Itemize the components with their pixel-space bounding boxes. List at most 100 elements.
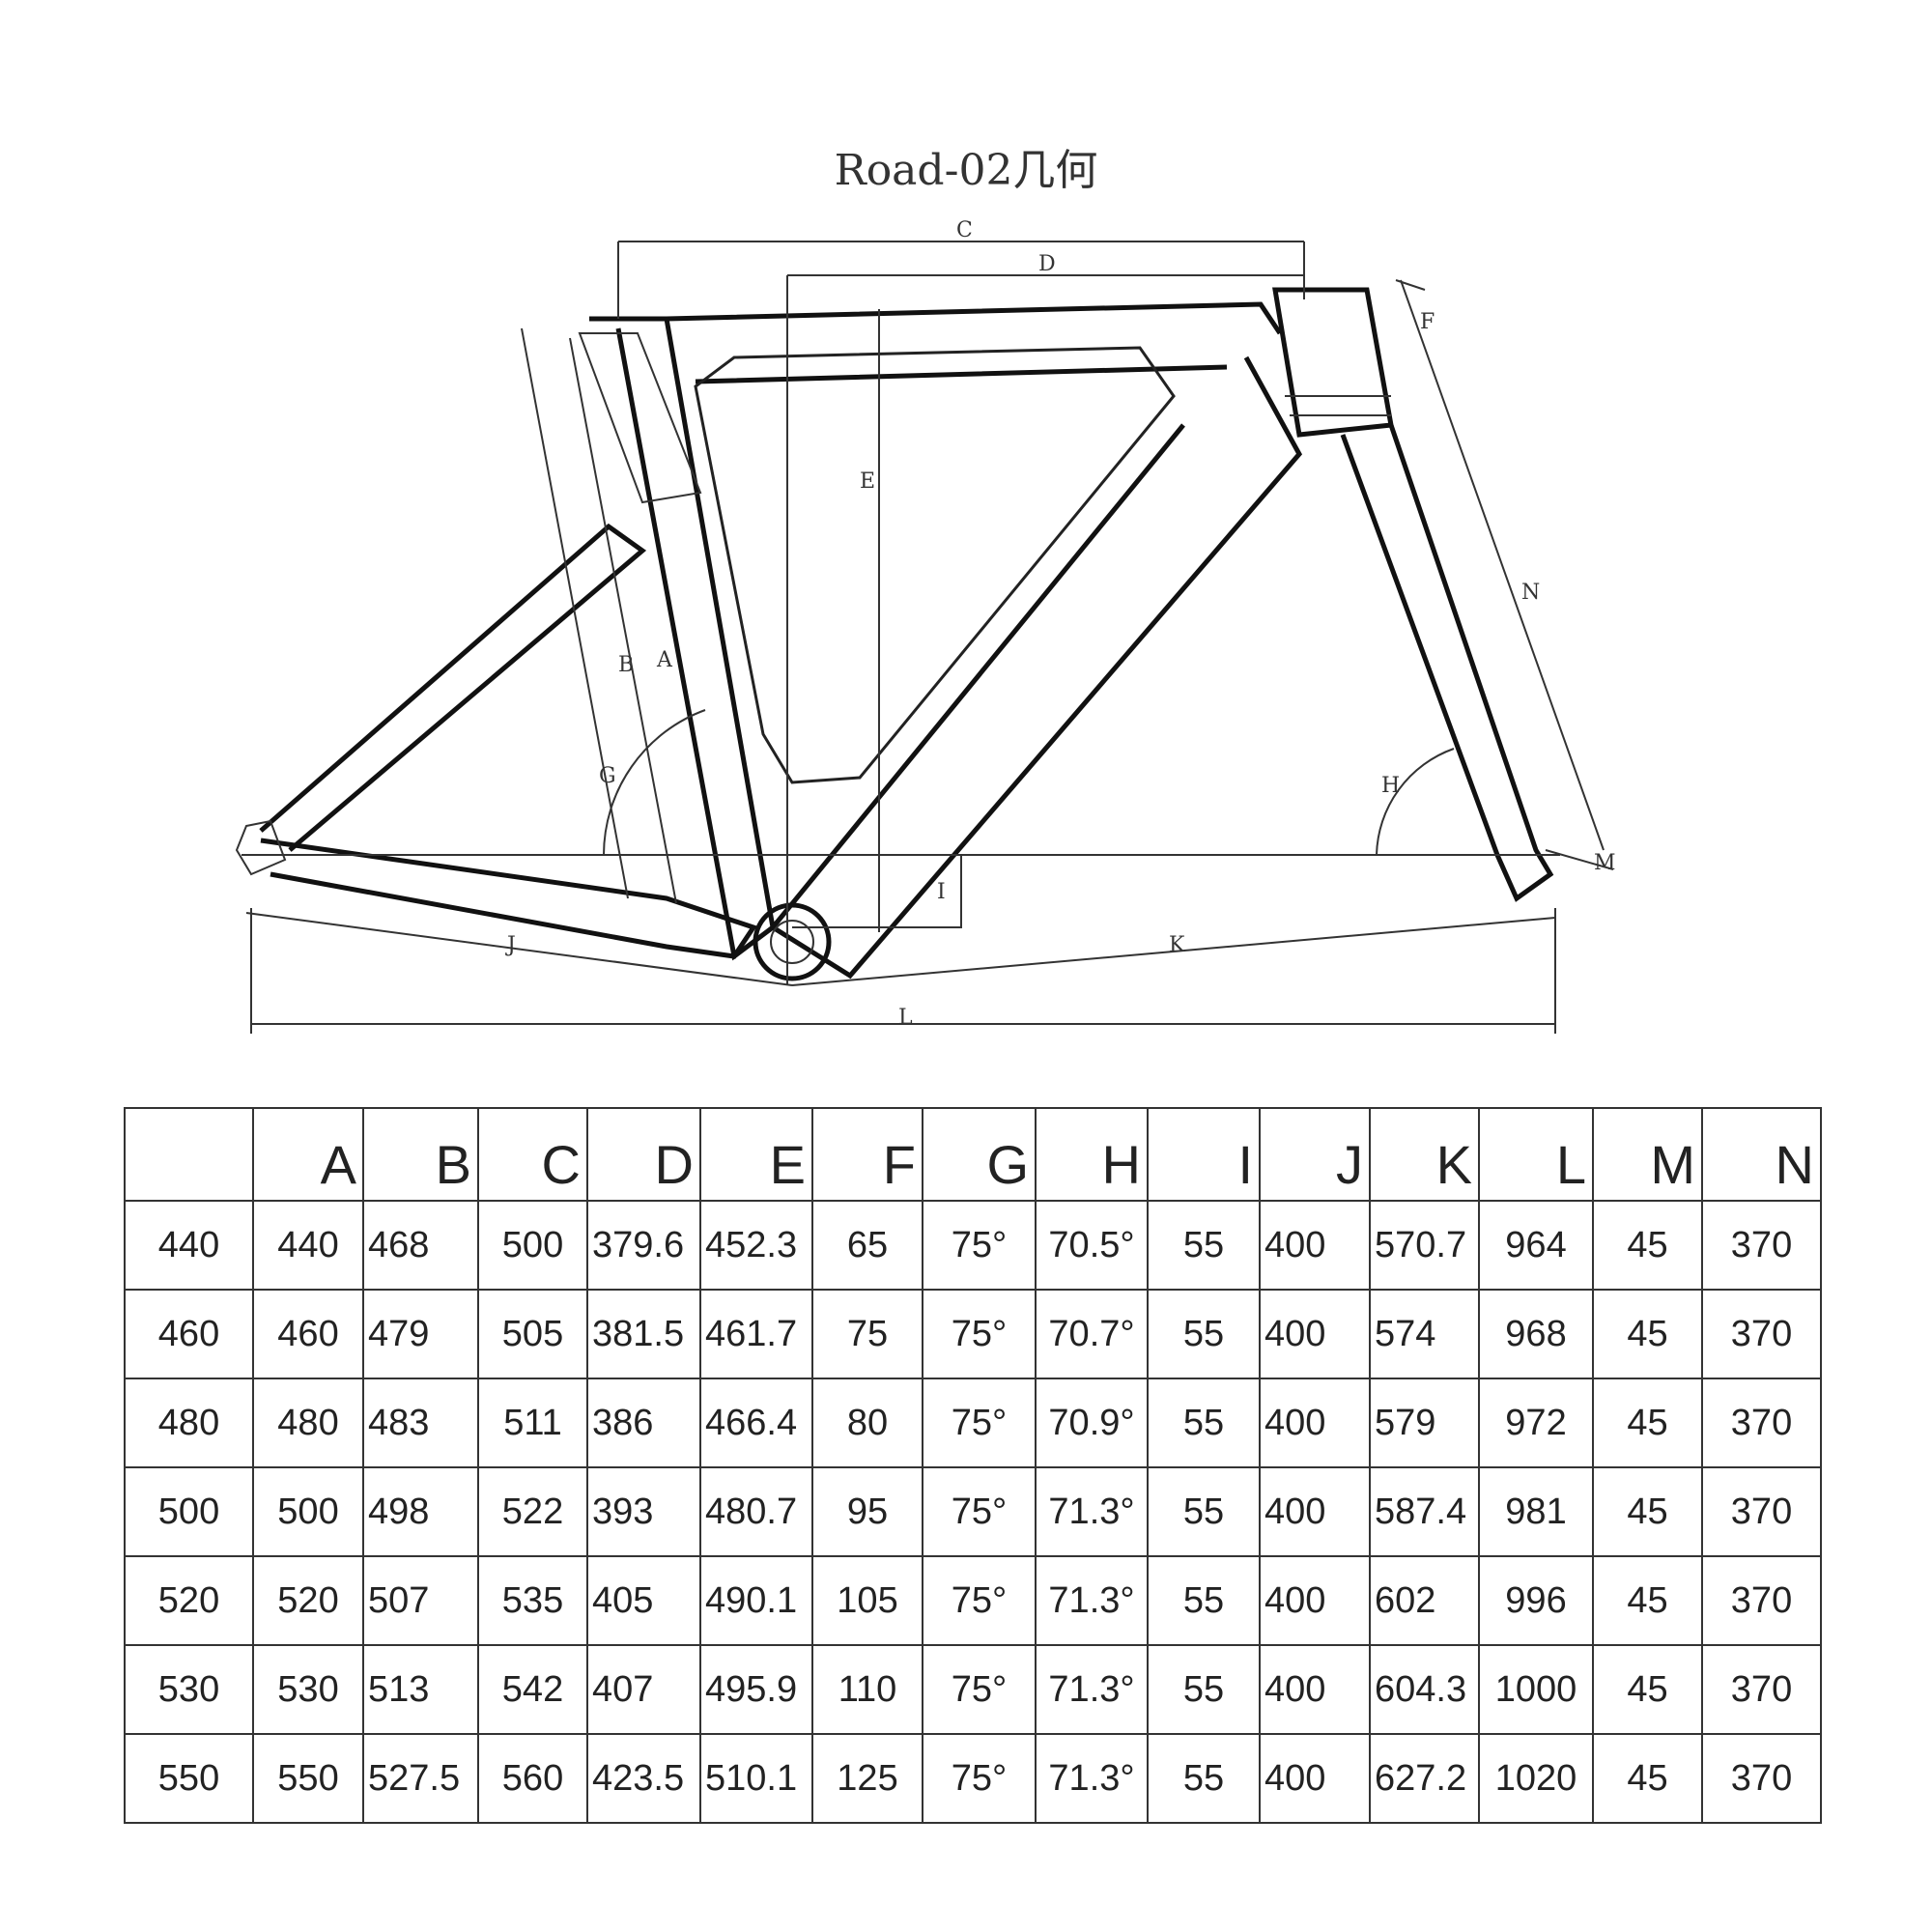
table-cell: 400 [1259, 1200, 1371, 1291]
dim-line-l [250, 908, 1556, 1034]
table-cell: 483 [362, 1378, 479, 1468]
dim-line-f [1395, 279, 1426, 291]
page-title: Road-02几何 [834, 146, 1098, 195]
table-cell: 480 [252, 1378, 364, 1468]
table-cell: 423.5 [586, 1733, 701, 1824]
table-cell: 110 [811, 1644, 923, 1735]
table-cell: 70.7° [1035, 1289, 1149, 1379]
table-cell: 370 [1701, 1200, 1822, 1291]
table-cell: 70.5° [1035, 1200, 1149, 1291]
table-cell: 45 [1592, 1200, 1703, 1291]
table-cell: 370 [1701, 1733, 1822, 1824]
table-cell: 461.7 [699, 1289, 813, 1379]
dim-line-c [617, 241, 1305, 319]
table-cell: 55 [1147, 1644, 1261, 1735]
table-cell: 105 [811, 1555, 923, 1646]
size-cell: 460 [124, 1289, 254, 1379]
table-cell: 1020 [1478, 1733, 1594, 1824]
top-tube [666, 301, 1283, 384]
table-cell: 71.3° [1035, 1733, 1149, 1824]
size-cell: 480 [124, 1378, 254, 1468]
table-cell: 513 [362, 1644, 479, 1735]
table-cell: 407 [586, 1644, 701, 1735]
table-cell: 75° [922, 1378, 1037, 1468]
table-cell: 75° [922, 1733, 1037, 1824]
col-header: J [1259, 1107, 1371, 1202]
table-cell: 981 [1478, 1466, 1594, 1557]
table-cell: 370 [1701, 1644, 1822, 1735]
table-cell: 71.3° [1035, 1644, 1149, 1735]
table-cell: 80 [811, 1378, 923, 1468]
dim-line-d [786, 274, 1304, 985]
col-header: A [252, 1107, 364, 1202]
table-cell: 480.7 [699, 1466, 813, 1557]
dim-label-l: L [898, 1006, 913, 1030]
table-cell: 627.2 [1369, 1733, 1480, 1824]
head-tube [1272, 287, 1394, 438]
table-cell: 65 [811, 1200, 923, 1291]
table-cell: 75° [922, 1466, 1037, 1557]
table-cell: 71.3° [1035, 1466, 1149, 1557]
table-cell: 570.7 [1369, 1200, 1480, 1291]
dim-label-h: H [1381, 774, 1400, 798]
col-header: G [922, 1107, 1037, 1202]
seat-stay [259, 523, 647, 852]
dim-label-f: F [1420, 310, 1435, 334]
table-cell: 400 [1259, 1733, 1371, 1824]
table-cell: 393 [586, 1466, 701, 1557]
col-header: N [1701, 1107, 1822, 1202]
fork [1340, 424, 1554, 902]
dim-line-k [791, 917, 1556, 986]
size-cell: 500 [124, 1466, 254, 1557]
col-header: M [1592, 1107, 1703, 1202]
dim-label-b: B [618, 653, 634, 677]
size-cell: 520 [124, 1555, 254, 1646]
table-cell: 507 [362, 1555, 479, 1646]
table-cell: 400 [1259, 1466, 1371, 1557]
dim-label-c: C [956, 218, 973, 242]
table-cell: 70.9° [1035, 1378, 1149, 1468]
table-cell: 45 [1592, 1555, 1703, 1646]
headset [1285, 395, 1391, 416]
dim-label-j: J [505, 933, 516, 957]
dim-line-n [1400, 279, 1605, 851]
dim-label-a: A [656, 648, 673, 672]
dim-line-j [245, 912, 793, 986]
table-cell: 522 [477, 1466, 588, 1557]
table-cell: 1000 [1478, 1644, 1594, 1735]
table-cell: 452.3 [699, 1200, 813, 1291]
angle-arc-h [1376, 748, 1455, 856]
col-header: K [1369, 1107, 1480, 1202]
table-cell: 381.5 [586, 1289, 701, 1379]
table-cell: 75° [922, 1555, 1037, 1646]
dim-line-m [1545, 849, 1614, 870]
dim-label-n: N [1521, 581, 1540, 605]
seat-post [578, 332, 702, 504]
table-cell: 574 [1369, 1289, 1480, 1379]
table-cell: 45 [1592, 1644, 1703, 1735]
col-header: L [1478, 1107, 1594, 1202]
table-cell: 505 [477, 1289, 588, 1379]
table-cell: 400 [1259, 1555, 1371, 1646]
table-cell: 125 [811, 1733, 923, 1824]
table-cell: 400 [1259, 1378, 1371, 1468]
table-cell: 466.4 [699, 1378, 813, 1468]
dim-label-k: K [1169, 933, 1185, 957]
table-cell: 405 [586, 1555, 701, 1646]
dim-label-m: M [1594, 851, 1616, 875]
table-cell: 55 [1147, 1200, 1261, 1291]
table-cell: 55 [1147, 1555, 1261, 1646]
table-cell: 490.1 [699, 1555, 813, 1646]
frame-window [694, 346, 1176, 784]
table-header-row: A B C D E F G H I J K L M N [124, 1107, 1822, 1202]
table-cell: 560 [477, 1733, 588, 1824]
table-cell: 964 [1478, 1200, 1594, 1291]
table-cell: 996 [1478, 1555, 1594, 1646]
